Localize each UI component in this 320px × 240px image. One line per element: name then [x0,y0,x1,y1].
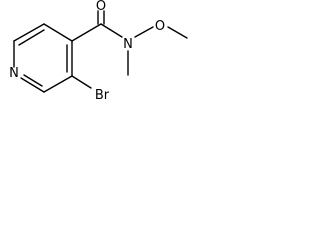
bond-ring-c3-c2 [43,75,73,93]
atom-label-carbonyl-oxygen: O [96,0,106,14]
bond-ring-inner-c2-n [23,74,43,87]
bond-n-o [134,26,154,38]
bond-ring-c5-c4 [43,23,73,42]
bond-ring-c2-n [20,77,45,93]
atom-label-ether-oxygen: O [155,19,165,34]
atom-label-ring-nitrogen: N [9,66,19,81]
bond-c3-br [71,75,92,89]
bond-o-methyl [167,26,188,39]
chemical-structure: N Br O N O [9,0,188,103]
atom-label-bromine: Br [95,88,110,103]
bond-c4-carbonyl-c [71,23,102,42]
atom-label-amide-nitrogen: N [123,37,133,52]
bond-ring-c6-c5 [13,23,45,42]
bond-ring-inner-c6-c5 [18,29,45,46]
bond-carbonyl-c-n [100,23,123,38]
